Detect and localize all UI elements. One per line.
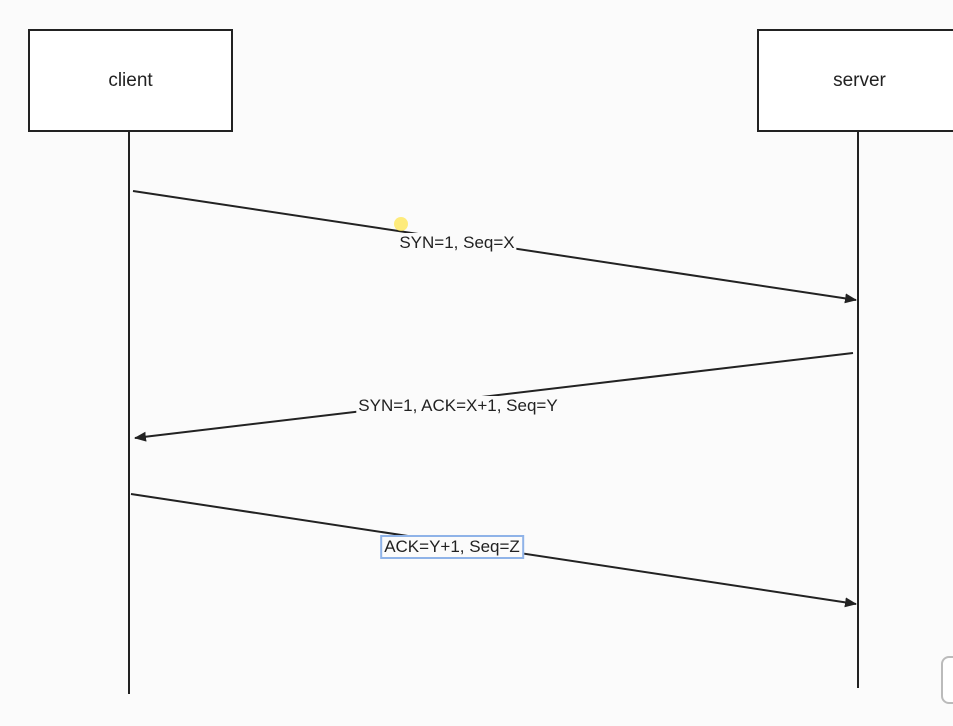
client-label: client [108,69,153,91]
mouse-cursor-highlight [394,217,408,231]
message-label-ack[interactable]: ACK=Y+1, Seq=Z [380,535,524,559]
server-label: server [833,69,886,91]
server-box[interactable]: server [757,29,953,132]
message-label-syn[interactable]: SYN=1, Seq=X [397,233,517,253]
client-box[interactable]: client [28,29,233,132]
side-panel-tab[interactable] [941,656,953,704]
message-label-syn-ack[interactable]: SYN=1, ACK=X+1, Seq=Y [356,396,560,416]
message-arrow-syn-ack[interactable] [134,352,854,442]
